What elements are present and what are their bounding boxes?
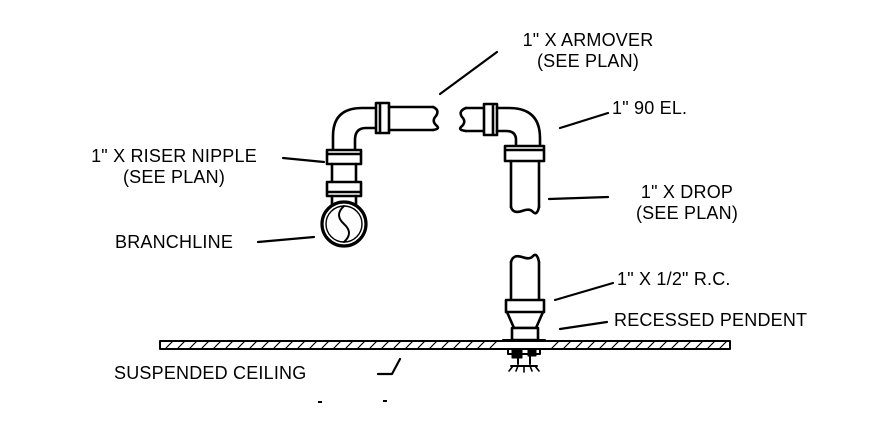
armover-label: 1" X ARMOVER (SEE PLAN) — [498, 30, 678, 72]
leader-rc — [553, 281, 615, 302]
left-elbow — [331, 101, 391, 154]
leader-armover — [438, 50, 499, 96]
leader-lines — [256, 50, 615, 376]
reducing-coupling-label: 1" X 1/2" R.C. — [617, 269, 731, 289]
lower-drop-pipe — [509, 253, 541, 302]
armover-label-line1: 1" X ARMOVER — [522, 30, 654, 50]
leader-ceiling — [376, 357, 402, 376]
drop-label-line1: 1" X DROP — [640, 182, 734, 202]
recessed-pendent-label: RECESSED PENDENT — [614, 310, 808, 330]
leader-branchline — [256, 235, 316, 244]
riser-label-line1: 1" X RISER NIPPLE — [91, 146, 257, 166]
branchline-pipe — [320, 200, 368, 248]
right-90-elbow — [482, 102, 546, 163]
riser-nipple — [325, 148, 363, 206]
armover-label-line2: (SEE PLAN) — [536, 51, 640, 71]
leader-drop — [547, 195, 610, 201]
drop-label-line2: (SEE PLAN) — [635, 203, 739, 223]
leader-riser — [281, 156, 326, 164]
riser-nipple-label: 1" X RISER NIPPLE (SEE PLAN) — [64, 146, 284, 188]
branchline-label: BRANCHLINE — [115, 232, 234, 252]
suspended-ceiling — [159, 340, 731, 350]
right-armover-pipe — [458, 106, 486, 133]
suspended-ceiling-label: SUSPENDED CEILING — [114, 363, 307, 383]
leader-pendent — [558, 320, 609, 331]
stray-marks — [318, 400, 387, 403]
el90-label: 1" 90 EL. — [612, 98, 688, 118]
left-armover-pipe — [387, 105, 440, 132]
reducing-coupling — [504, 298, 546, 342]
drop-pipe — [509, 159, 541, 215]
drop-label: 1" X DROP (SEE PLAN) — [612, 182, 762, 224]
riser-label-line2: (SEE PLAN) — [122, 167, 226, 187]
leader-90-el — [558, 111, 610, 130]
